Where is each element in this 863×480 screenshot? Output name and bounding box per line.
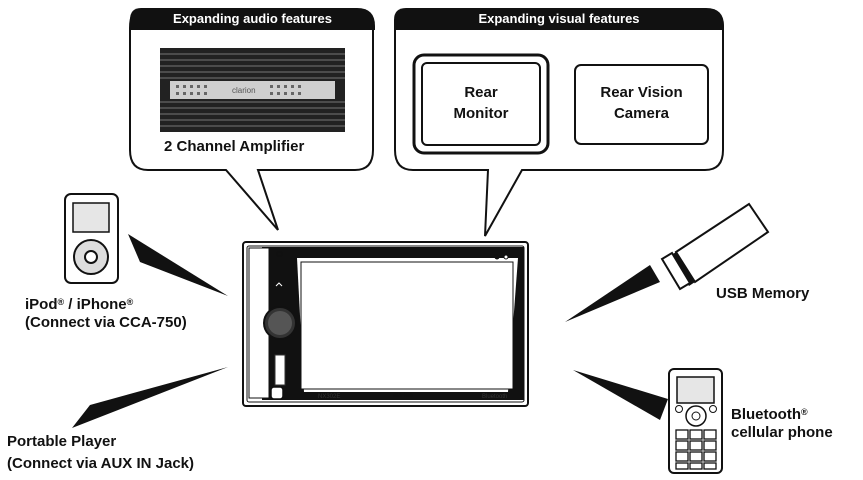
amplifier-icon — [160, 48, 345, 132]
rear-camera-box — [574, 64, 709, 145]
ipod-label: iPod® / iPhone® (Connect via CCA-750) — [25, 296, 187, 331]
audio-features-title: Expanding audio features — [173, 11, 332, 26]
rear-camera-label: Rear Vision Camera — [600, 84, 683, 122]
rear-monitor-label: Rear Monitor — [453, 84, 509, 122]
ipod-connector-wedge — [128, 234, 228, 296]
bluetooth-mark: Bluetooth — [482, 394, 508, 400]
head-unit-model: NX302E — [318, 394, 341, 400]
bluetooth-phone-label: Bluetooth® cellular phone — [731, 406, 833, 441]
head-unit-brand: clarion — [393, 393, 413, 399]
volume-knob — [263, 306, 297, 340]
head-unit — [242, 241, 529, 407]
usb-memory-icon — [660, 202, 770, 291]
usb-connector-wedge — [565, 265, 660, 322]
usb-memory-label: USB Memory — [716, 285, 810, 302]
ipod-icon — [64, 193, 119, 284]
rear-monitor-icon — [412, 53, 550, 155]
portable-player-label: Portable Player (Connect via AUX IN Jack… — [7, 433, 194, 472]
visual-features-title: Expanding visual features — [478, 11, 640, 26]
portable-connector-wedge — [72, 367, 228, 428]
phone-connector-wedge — [573, 370, 668, 420]
amplifier-brand: clarion — [232, 86, 256, 95]
cellular-phone-icon — [668, 368, 723, 474]
amplifier-label: 2 Channel Amplifier — [164, 138, 305, 155]
